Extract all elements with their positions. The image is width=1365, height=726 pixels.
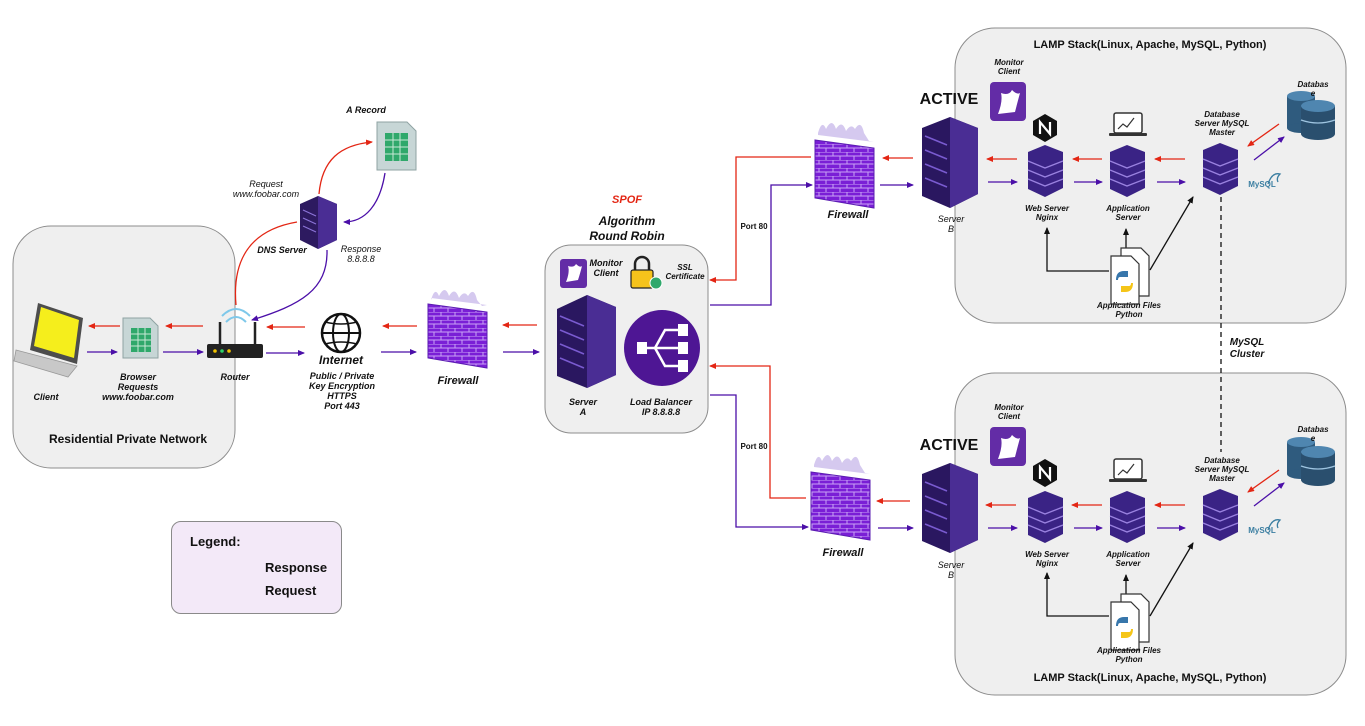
server-icon <box>1109 145 1146 197</box>
spof-label: SPOF <box>612 194 642 206</box>
monitor-icon <box>1109 458 1147 482</box>
server-icon <box>922 117 978 208</box>
legend-title: Legend: <box>190 534 241 549</box>
spreadsheet-icon <box>122 317 159 359</box>
internet-subtitle: Public / Private Key Encryption HTTPS Po… <box>308 371 375 411</box>
active-bottom-label: ACTIVE <box>919 437 979 454</box>
python-file-icon <box>1110 247 1150 305</box>
files-to-db-connector <box>1149 196 1194 271</box>
server-icon <box>1202 489 1239 541</box>
database-icon <box>1287 91 1336 140</box>
dns-request-label: Request www.foobar.com <box>232 179 300 199</box>
active-top-label: ACTIVE <box>919 91 979 108</box>
monitor-icon <box>1109 112 1147 136</box>
response-arrow <box>709 363 806 499</box>
router-dns-request-curve <box>234 221 298 306</box>
app-server-bottom-label: Application Server <box>1106 550 1150 568</box>
legend-response-label: Response <box>265 560 328 575</box>
laptop-icon <box>13 303 83 378</box>
lamp-bottom-label: LAMP Stack(Linux, Apache, MySQL, Python) <box>1033 672 1267 684</box>
mysql-logo-bottom: MySQL <box>1248 526 1276 535</box>
files-to-db-connector <box>1149 542 1194 617</box>
request-arrow <box>1253 136 1285 161</box>
db-server-bottom-label: Database Server MySQL Master <box>1194 456 1250 483</box>
router-icon <box>207 308 263 358</box>
mysql-icon <box>1267 519 1282 531</box>
server-b-bottom-label: Server B <box>937 560 965 580</box>
request-arrow <box>1253 482 1285 507</box>
nginx-icon <box>1033 114 1057 142</box>
arecord-dns-response-curve <box>343 172 386 225</box>
web-server-top-label: Web Server Nginx <box>1025 204 1069 222</box>
browser-label: Browser Requests www.foobar.com <box>102 372 174 402</box>
request-arrow <box>710 394 809 530</box>
web-server-bottom-label: Web Server Nginx <box>1025 550 1069 568</box>
response-arrow <box>1247 123 1280 147</box>
firewall-top-label: Firewall <box>827 209 869 221</box>
db-server-top-label: Database Server MySQL Master <box>1194 110 1250 137</box>
python-file-icon <box>1110 593 1150 651</box>
client-label: Client <box>33 392 59 402</box>
datadog-icon <box>990 427 1026 466</box>
port-80-top-label: Port 80 <box>740 222 768 231</box>
legend-request-label: Request <box>265 583 317 598</box>
dns-server-label: DNS Server <box>257 245 307 255</box>
spreadsheet-icon <box>376 121 417 171</box>
server-icon <box>1027 145 1064 197</box>
database-top-label: Databas e <box>1297 80 1329 98</box>
globe-icon <box>320 312 362 354</box>
legend: Legend: Response Request <box>171 521 342 614</box>
ssl-certificate-label: SSL Certificate <box>665 263 705 281</box>
residential-network-label: Residential Private Network <box>48 432 208 446</box>
nginx-icon <box>1033 459 1057 487</box>
app-files-top-label: Application Files Python <box>1096 301 1161 319</box>
firewall-icon <box>814 123 875 209</box>
internet-title: Internet <box>318 353 363 367</box>
files-to-web-connector <box>1044 572 1109 617</box>
mysql-icon <box>1267 173 1282 185</box>
monitor-client-lb-label: Monitor Client <box>589 258 623 278</box>
app-files-bottom-label: Application Files Python <box>1096 646 1161 664</box>
database-icon <box>1287 437 1336 486</box>
datadog-icon <box>990 82 1026 121</box>
router-label: Router <box>220 372 250 382</box>
server-icon <box>300 196 337 249</box>
request-arrow <box>710 182 813 306</box>
server-a-label: Server A <box>568 397 598 417</box>
server-icon <box>1202 143 1239 195</box>
app-server-top-label: Application Server <box>1106 204 1150 222</box>
load-balancer-label: Load Balancer IP 8.8.8.8 <box>629 397 693 417</box>
monitor-client-bottom-label: Monitor Client <box>994 403 1024 421</box>
dns-router-response-curve <box>251 249 328 322</box>
server-icon <box>557 295 616 388</box>
server-icon <box>922 463 978 553</box>
files-to-web-connector <box>1044 227 1109 272</box>
server-icon <box>1027 491 1064 543</box>
lock-icon <box>630 255 663 290</box>
database-bottom-label: Databas e <box>1297 425 1329 443</box>
server-icon <box>1109 491 1146 543</box>
load-balancer-icon <box>624 310 700 386</box>
mysql-logo-top: MySQL <box>1248 180 1276 189</box>
firewall-label: Firewall <box>437 375 479 387</box>
response-arrow <box>1247 469 1280 493</box>
dns-response-label: Response 8.8.8.8 <box>340 244 382 264</box>
firewall-bottom-label: Firewall <box>822 547 864 559</box>
firewall-icon <box>427 290 488 369</box>
datadog-icon <box>560 259 587 288</box>
server-b-top-label: Server B <box>937 214 965 234</box>
monitor-client-top-label: Monitor Client <box>994 58 1024 76</box>
mysql-cluster-label: MySQL Cluster <box>1229 337 1265 360</box>
algorithm-label: Algorithm Round Robin <box>589 214 665 243</box>
response-arrow <box>709 156 811 283</box>
dns-arecord-request-curve <box>318 139 373 195</box>
lamp-top-label: LAMP Stack(Linux, Apache, MySQL, Python) <box>1033 39 1267 51</box>
firewall-icon <box>810 455 871 541</box>
a-record-label: A Record <box>346 105 386 115</box>
port-80-bottom-label: Port 80 <box>740 442 768 451</box>
